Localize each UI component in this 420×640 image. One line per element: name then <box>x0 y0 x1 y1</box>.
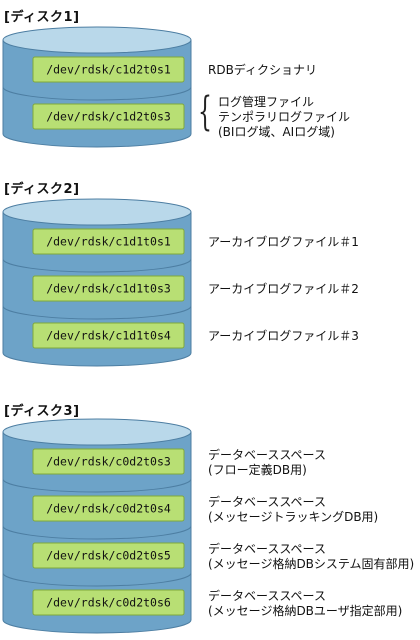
cylinder-body <box>2 39 192 148</box>
device-path: /dev/rdsk/c0d2t0s5 <box>46 549 171 563</box>
disk-cylinder: /dev/rdsk/c1d1t0s1/dev/rdsk/c1d1t0s3/dev… <box>2 198 192 367</box>
curly-brace-icon: { <box>198 89 212 135</box>
partition-description-line: アーカイブログファイル＃1 <box>208 235 359 249</box>
device-path-box: /dev/rdsk/c1d2t0s1 <box>32 56 185 83</box>
partition-description: ログ管理ファイルテンポラリログファイル(BIログ域、AIログ域) <box>218 95 350 140</box>
disk-heading: [ディスク1] <box>4 10 80 25</box>
partition-description-line: (メッセージ格納DBシステム固有部用) <box>208 556 415 571</box>
device-path: /dev/rdsk/c1d2t0s1 <box>46 63 171 77</box>
partition-description: RDBディクショナリ <box>208 63 317 78</box>
device-box-bg <box>32 495 185 522</box>
partition-description: データベーススペース(フロー定義DB用) <box>208 448 326 478</box>
disk-heading: [ディスク3] <box>4 404 80 419</box>
device-path-box: /dev/rdsk/c1d1t0s3 <box>32 275 185 302</box>
device-path-box: /dev/rdsk/c0d2t0s3 <box>32 448 185 475</box>
device-path-box: /dev/rdsk/c0d2t0s5 <box>32 542 185 569</box>
device-path-box: /dev/rdsk/c1d1t0s1 <box>32 228 185 255</box>
partition-description-line: データベーススペース <box>208 588 326 603</box>
partition-description-line: データベーススペース <box>208 447 326 462</box>
device-path: /dev/rdsk/c0d2t0s6 <box>46 596 171 610</box>
device-path-box: /dev/rdsk/c1d1t0s4 <box>32 322 185 349</box>
disk-cylinder: /dev/rdsk/c1d2t0s1/dev/rdsk/c1d2t0s3 <box>2 26 192 148</box>
device-box-bg <box>32 56 185 83</box>
partition-description-line: (BIログ域、AIログ域) <box>218 125 335 139</box>
device-path-box: /dev/rdsk/c0d2t0s4 <box>32 495 185 522</box>
cylinder-segment-divider <box>2 572 192 587</box>
partition-description: アーカイブログファイル＃2 <box>208 282 359 297</box>
device-path: /dev/rdsk/c1d1t0s4 <box>46 329 171 343</box>
cylinder-top <box>2 198 192 226</box>
partition-description: アーカイブログファイル＃1 <box>208 235 359 250</box>
device-box-bg <box>32 322 185 349</box>
device-box-bg <box>32 448 185 475</box>
device-box-bg <box>32 228 185 255</box>
partition-description-line: テンポラリログファイル <box>218 110 351 124</box>
disk-heading: [ディスク2] <box>4 182 80 197</box>
cylinder-segment-divider <box>2 525 192 540</box>
device-box-bg <box>32 103 185 130</box>
device-path: /dev/rdsk/c1d2t0s3 <box>46 110 171 124</box>
device-box-bg <box>32 275 185 302</box>
device-path-box: /dev/rdsk/c0d2t0s6 <box>32 589 185 616</box>
partition-description: データベーススペース(メッセージ格納DBシステム固有部用) <box>208 542 414 572</box>
cylinder-segment-divider <box>2 478 192 493</box>
device-path-box: /dev/rdsk/c1d2t0s3 <box>32 103 185 130</box>
cylinder-top <box>2 418 192 446</box>
partition-description-line: データベーススペース <box>208 494 326 509</box>
device-path: /dev/rdsk/c0d2t0s4 <box>46 502 171 516</box>
cylinder-segment-divider <box>2 258 192 273</box>
partition-description-line: アーカイブログファイル＃3 <box>208 329 359 343</box>
device-path: /dev/rdsk/c0d2t0s3 <box>46 455 171 469</box>
cylinder-segment-divider <box>2 305 192 320</box>
partition-description-line: (メッセージトラッキングDB用) <box>208 509 379 524</box>
partition-description: データベーススペース(メッセージ格納DBユーザ指定部用) <box>208 589 402 619</box>
device-path: /dev/rdsk/c1d1t0s1 <box>46 235 171 249</box>
partition-description-line: RDBディクショナリ <box>208 63 317 77</box>
partition-description-line: (メッセージ格納DBユーザ指定部用) <box>208 603 403 618</box>
cylinder-body <box>2 431 192 634</box>
partition-description: データベーススペース(メッセージトラッキングDB用) <box>208 495 378 525</box>
partition-description-line: アーカイブログファイル＃2 <box>208 282 359 296</box>
cylinder-top <box>2 26 192 54</box>
partition-description-line: データベーススペース <box>208 541 326 556</box>
cylinder-segment-divider <box>2 86 192 101</box>
device-box-bg <box>32 542 185 569</box>
disk-cylinder: /dev/rdsk/c0d2t0s3/dev/rdsk/c0d2t0s4/dev… <box>2 418 192 634</box>
device-box-bg <box>32 589 185 616</box>
device-path: /dev/rdsk/c1d1t0s3 <box>46 282 171 296</box>
partition-description-line: (フロー定義DB用) <box>208 462 307 477</box>
partition-description-line: ログ管理ファイル <box>218 95 315 109</box>
partition-description: アーカイブログファイル＃3 <box>208 329 359 344</box>
